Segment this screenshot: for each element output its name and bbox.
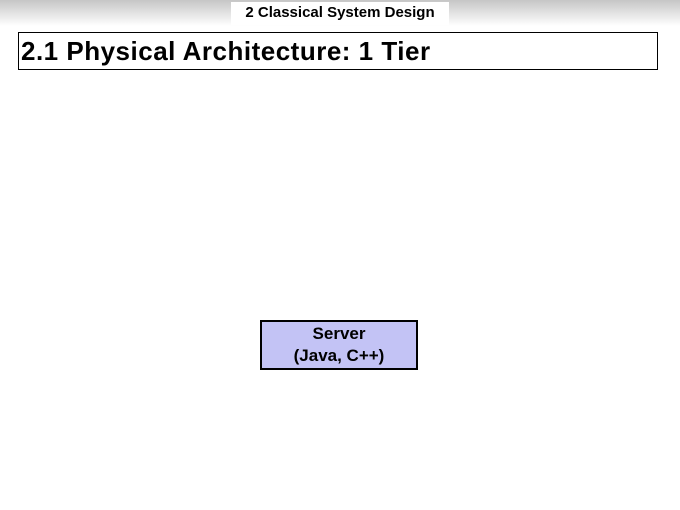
page-title-box: 2.1 Physical Architecture: 1 Tier [18, 32, 658, 70]
slide-header-strip: 2 Classical System Design [0, 0, 680, 26]
server-node-label-line1: Server [312, 324, 366, 343]
server-node-box: Server (Java, C++) [260, 320, 418, 370]
server-node-label-line2: (Java, C++) [293, 346, 385, 365]
page-title: 2.1 Physical Architecture: 1 Tier [21, 36, 431, 66]
header-section-title: 2 Classical System Design [231, 2, 449, 25]
